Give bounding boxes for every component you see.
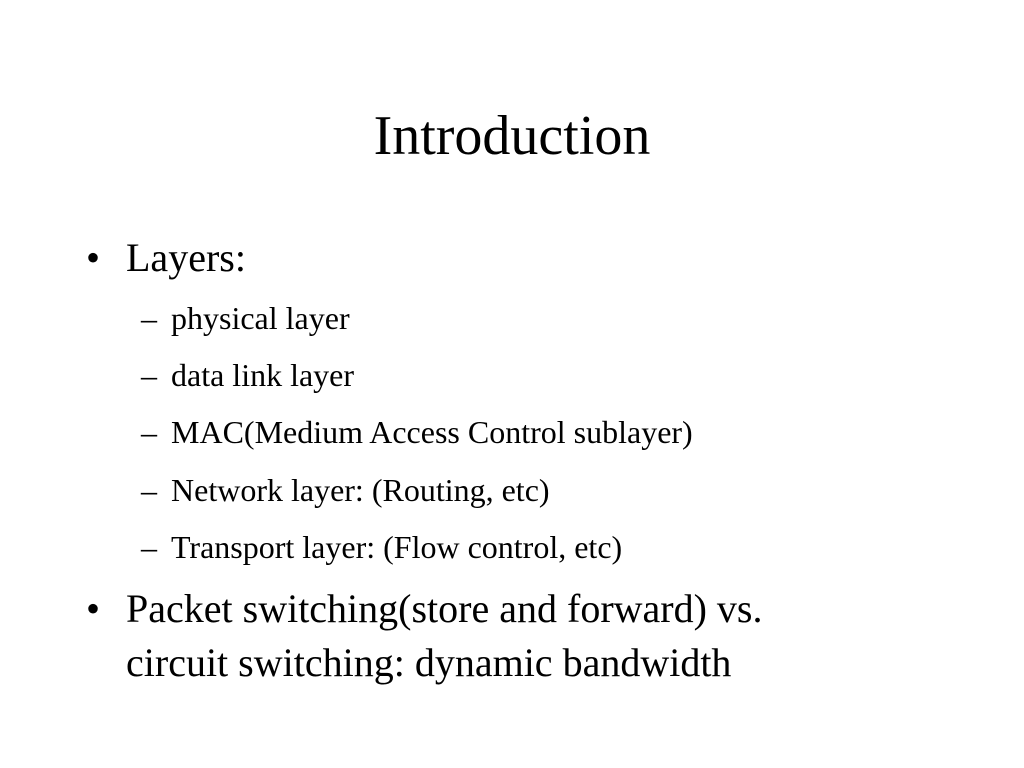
subitem-data-link-layer: – data link layer	[141, 354, 941, 396]
bullet-layers: • Layers:	[86, 231, 886, 285]
subitem-mac: – MAC(Medium Access Control sublayer)	[141, 411, 941, 453]
bullet-marker: •	[86, 586, 101, 631]
subitem-text: MAC(Medium Access Control sublayer)	[171, 414, 693, 450]
subitem-text: data link layer	[171, 357, 355, 393]
subitem-text: Network layer: (Routing, etc)	[171, 472, 550, 508]
slide-title: Introduction	[373, 105, 651, 167]
bullet-text-line1: Packet switching(store and forward) vs.	[126, 586, 763, 631]
subitem-text: Transport layer: (Flow control, etc)	[171, 529, 623, 565]
sub-bullet-marker: –	[141, 414, 157, 450]
bullet-packet-switching: • Packet switching(store and forward) vs…	[86, 582, 936, 690]
subitem-network-layer: – Network layer: (Routing, etc)	[141, 469, 941, 511]
subitem-physical-layer: – physical layer	[141, 297, 941, 339]
bullet-text-line2: circuit switching: dynamic bandwidth	[126, 640, 732, 685]
sub-bullet-marker: –	[141, 300, 157, 336]
bullet-text: Layers:	[126, 235, 246, 280]
subitem-transport-layer: – Transport layer: (Flow control, etc)	[141, 526, 941, 568]
sub-bullet-marker: –	[141, 357, 157, 393]
sub-bullet-marker: –	[141, 472, 157, 508]
subitem-text: physical layer	[171, 300, 350, 336]
sub-bullet-marker: –	[141, 529, 157, 565]
bullet-marker: •	[86, 235, 101, 280]
